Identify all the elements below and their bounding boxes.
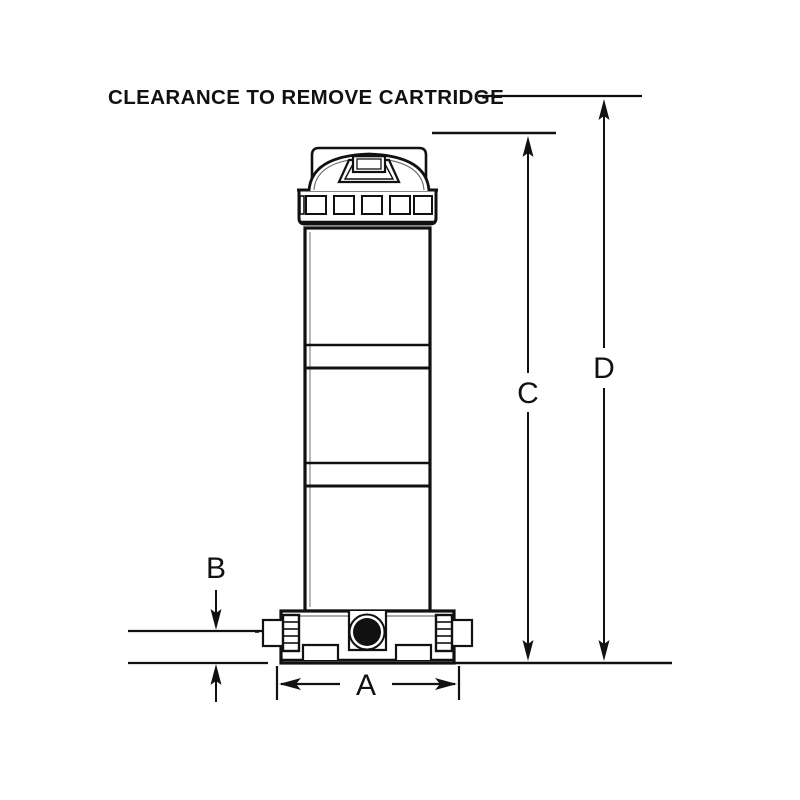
- dimension-d-label: D: [593, 352, 615, 385]
- dimension-c: C: [517, 136, 539, 661]
- dimension-a-arrow-right: [435, 678, 457, 690]
- dimension-b-arrow-lower: [210, 664, 222, 685]
- filter-unit: [255, 146, 474, 665]
- dimension-c-label: C: [517, 377, 539, 410]
- lock-collar-rib: [305, 195, 327, 215]
- band-lower: [305, 461, 430, 488]
- dimension-d-arrow-bottom: [598, 640, 610, 661]
- dimension-d: D: [593, 99, 615, 661]
- tank-body: [303, 226, 432, 613]
- drain-port: [353, 618, 381, 646]
- port-left: [255, 613, 301, 653]
- dimension-b-label: B: [206, 552, 226, 585]
- band-upper: [305, 343, 430, 370]
- lock-collar: [297, 188, 438, 226]
- drain-port-ring: [348, 613, 386, 651]
- base-foot-left: [301, 643, 340, 660]
- dimension-a-arrow-left: [279, 678, 301, 690]
- manifold: [255, 609, 474, 665]
- lock-collar-rib: [413, 195, 433, 215]
- lock-collar-ribs: [299, 195, 433, 215]
- dimension-b-arrow-upper: [210, 609, 222, 630]
- lock-collar-rib: [389, 195, 411, 215]
- dimension-c-arrow-top: [522, 136, 534, 157]
- dimension-c-arrow-bottom: [522, 640, 534, 661]
- dimension-d-arrow-top: [598, 99, 610, 120]
- port-right: [434, 613, 474, 653]
- lock-collar-rib: [361, 195, 383, 215]
- port-left-nut: [281, 613, 301, 653]
- base-foot-right: [394, 643, 433, 660]
- port-right-nut: [434, 613, 454, 653]
- dimension-a: A: [275, 666, 461, 702]
- lid-handle-grip-inner: [356, 158, 382, 170]
- dimension-a-label: A: [356, 669, 376, 702]
- lock-collar-rib: [299, 195, 305, 215]
- lock-collar-rib: [333, 195, 355, 215]
- lid-handle: [337, 154, 401, 184]
- clearance-annotation-label: CLEARANCE TO REMOVE CARTRIDGE: [108, 86, 504, 109]
- dimension-b: B: [128, 552, 268, 702]
